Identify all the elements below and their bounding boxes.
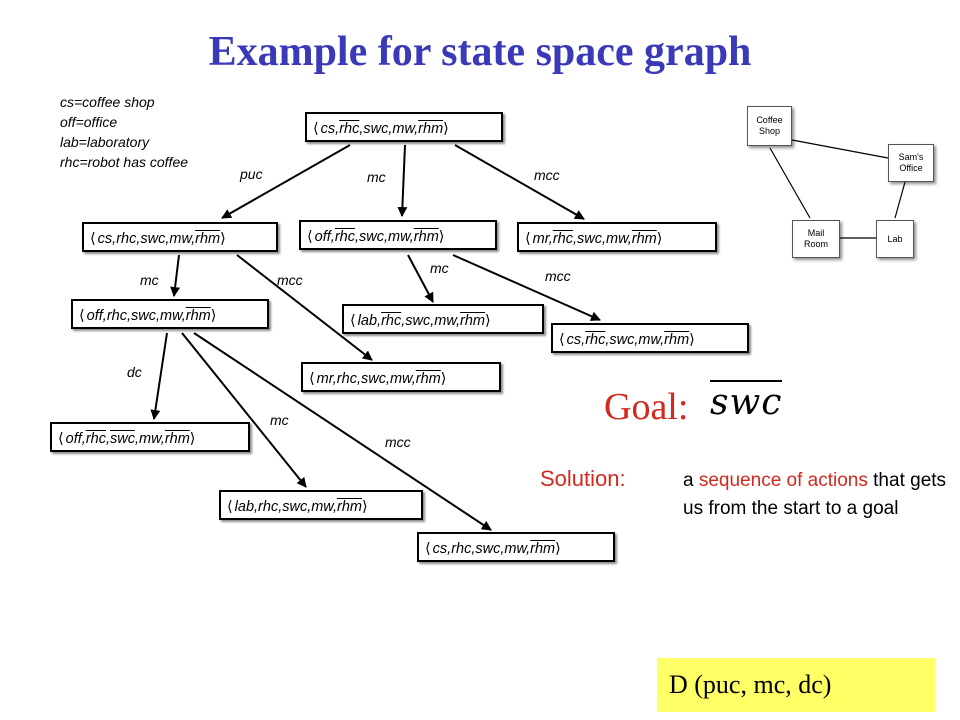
state-text: cs,rhc,swc,mw,: [432, 541, 531, 557]
goal-label: Goal:: [604, 386, 689, 428]
state-text: ,swc,mw,: [359, 121, 419, 137]
state-text: ,swc,mw,: [572, 231, 632, 247]
edge-label-puc: puc: [240, 166, 263, 182]
solution-highlight: sequence of actions: [698, 470, 868, 491]
state-text: rhc: [585, 332, 606, 348]
state-text: rhm: [337, 499, 362, 515]
state-node-n7: ⟨mr,rhc,swc,mw,rhm⟩: [301, 362, 501, 392]
state-text: rhc: [552, 231, 573, 247]
state-node-n10: ⟨cs,rhc,swc,mw,rhm⟩: [417, 532, 615, 562]
edge-mc-n2: [407, 254, 434, 303]
map-node-coffee-shop: Coffee Shop: [747, 106, 792, 146]
state-text: lab,rhc,swc,mw,: [234, 499, 338, 515]
state-node-n9: ⟨lab,rhc,swc,mw,rhm⟩: [219, 490, 423, 520]
state-text: rhm: [664, 332, 690, 348]
state-text: rhm: [195, 231, 221, 247]
solution-text: a: [683, 470, 699, 491]
state-text: cs,: [320, 121, 340, 137]
map-link: [791, 139, 889, 159]
edge-puc: [221, 144, 351, 219]
map-node-sams-office: Sam's Office: [888, 144, 934, 182]
state-node-n2: ⟨off,rhc,swc,mw,rhm⟩: [299, 220, 497, 250]
state-node-n5: ⟨lab,rhc,swc,mw,rhm⟩: [342, 304, 544, 334]
solution-description: a sequence of actions that gets us from …: [683, 467, 953, 523]
state-text: mr,rhc,swc,mw,: [316, 371, 416, 387]
state-node-n6: ⟨cs,rhc,swc,mw,rhm⟩: [551, 323, 749, 353]
state-text: mr,: [532, 231, 553, 247]
abbreviation-legend: cs=coffee shop off=office lab=laboratory…: [60, 92, 188, 172]
state-node-n8: ⟨off,rhc,swc,mw,rhm⟩: [50, 422, 250, 452]
goal-symbol: swc: [710, 380, 783, 423]
state-text: rhc: [339, 121, 360, 137]
state-text: rhc: [85, 431, 106, 447]
edge-mc-root: [397, 144, 408, 217]
edge-mcc-n1: [236, 254, 373, 361]
map-link: [769, 147, 811, 219]
edge-label-mcc: mcc: [534, 167, 560, 183]
legend-item: cs=coffee shop: [60, 94, 155, 110]
state-text: ,mw,: [135, 431, 165, 447]
edge-label-dc: dc: [127, 364, 142, 380]
edge-mcc-root: [454, 144, 585, 220]
state-text: ,swc,mw,: [401, 313, 461, 329]
state-node-root: ⟨cs,rhc,swc,mw,rhm⟩: [305, 112, 503, 142]
edge-mc-n1: [170, 254, 181, 297]
map-node-mail-room: Mail Room: [792, 220, 840, 258]
state-text: rhm: [415, 371, 441, 387]
state-text: rhm: [413, 229, 439, 245]
state-node-n4: ⟨off,rhc,swc,mw,rhm⟩: [71, 299, 269, 329]
edge-mc-n4: [181, 332, 307, 488]
edge-label-mc: mc: [430, 260, 449, 276]
state-text: off,: [65, 431, 86, 447]
state-text: lab,: [357, 313, 382, 329]
edge-label-mcc: mcc: [545, 268, 571, 284]
edge-label-mc: mc: [270, 412, 289, 428]
answer-box: D (puc, mc, dc): [657, 658, 935, 712]
edge-label-mc: mc: [367, 169, 386, 185]
state-node-n3: ⟨mr,rhc,swc,mw,rhm⟩: [517, 222, 717, 252]
legend-item: lab=laboratory: [60, 134, 150, 150]
state-text: ,: [105, 431, 111, 447]
state-text: rhm: [185, 308, 211, 324]
edge-dc: [150, 332, 168, 420]
state-text: rhc: [381, 313, 402, 329]
solution-label: Solution:: [540, 466, 626, 491]
map-link: [894, 181, 906, 219]
edge-label-mcc: mcc: [385, 434, 411, 450]
state-text: swc: [110, 431, 135, 447]
state-text: off,rhc,swc,mw,: [86, 308, 186, 324]
state-node-n1: ⟨cs,rhc,swc,mw,rhm⟩: [82, 222, 278, 252]
state-text: ,swc,mw,: [605, 332, 665, 348]
state-text: rhm: [460, 313, 486, 329]
state-text: cs,rhc,swc,mw,: [97, 231, 196, 247]
legend-item: rhc=robot has coffee: [60, 154, 189, 170]
solution-text: that gets us from the start to a goal: [683, 470, 947, 519]
state-text: cs,: [566, 332, 586, 348]
state-text: rhm: [418, 121, 444, 137]
edge-label-mc: mc: [140, 272, 159, 288]
state-text: off,: [314, 229, 335, 245]
edge-mcc-n2: [452, 254, 601, 321]
map-node-lab: Lab: [876, 220, 914, 258]
slide-title: Example for state space graph: [208, 29, 752, 75]
state-text: rhm: [530, 541, 556, 557]
state-text: rhm: [164, 431, 190, 447]
edge-mcc-n4: [193, 332, 492, 531]
state-text: ,swc,mw,: [354, 229, 414, 245]
state-text: rhc: [334, 229, 355, 245]
state-text: rhm: [631, 231, 657, 247]
legend-item: off=office: [60, 114, 118, 130]
edge-label-mcc: mcc: [277, 272, 303, 288]
